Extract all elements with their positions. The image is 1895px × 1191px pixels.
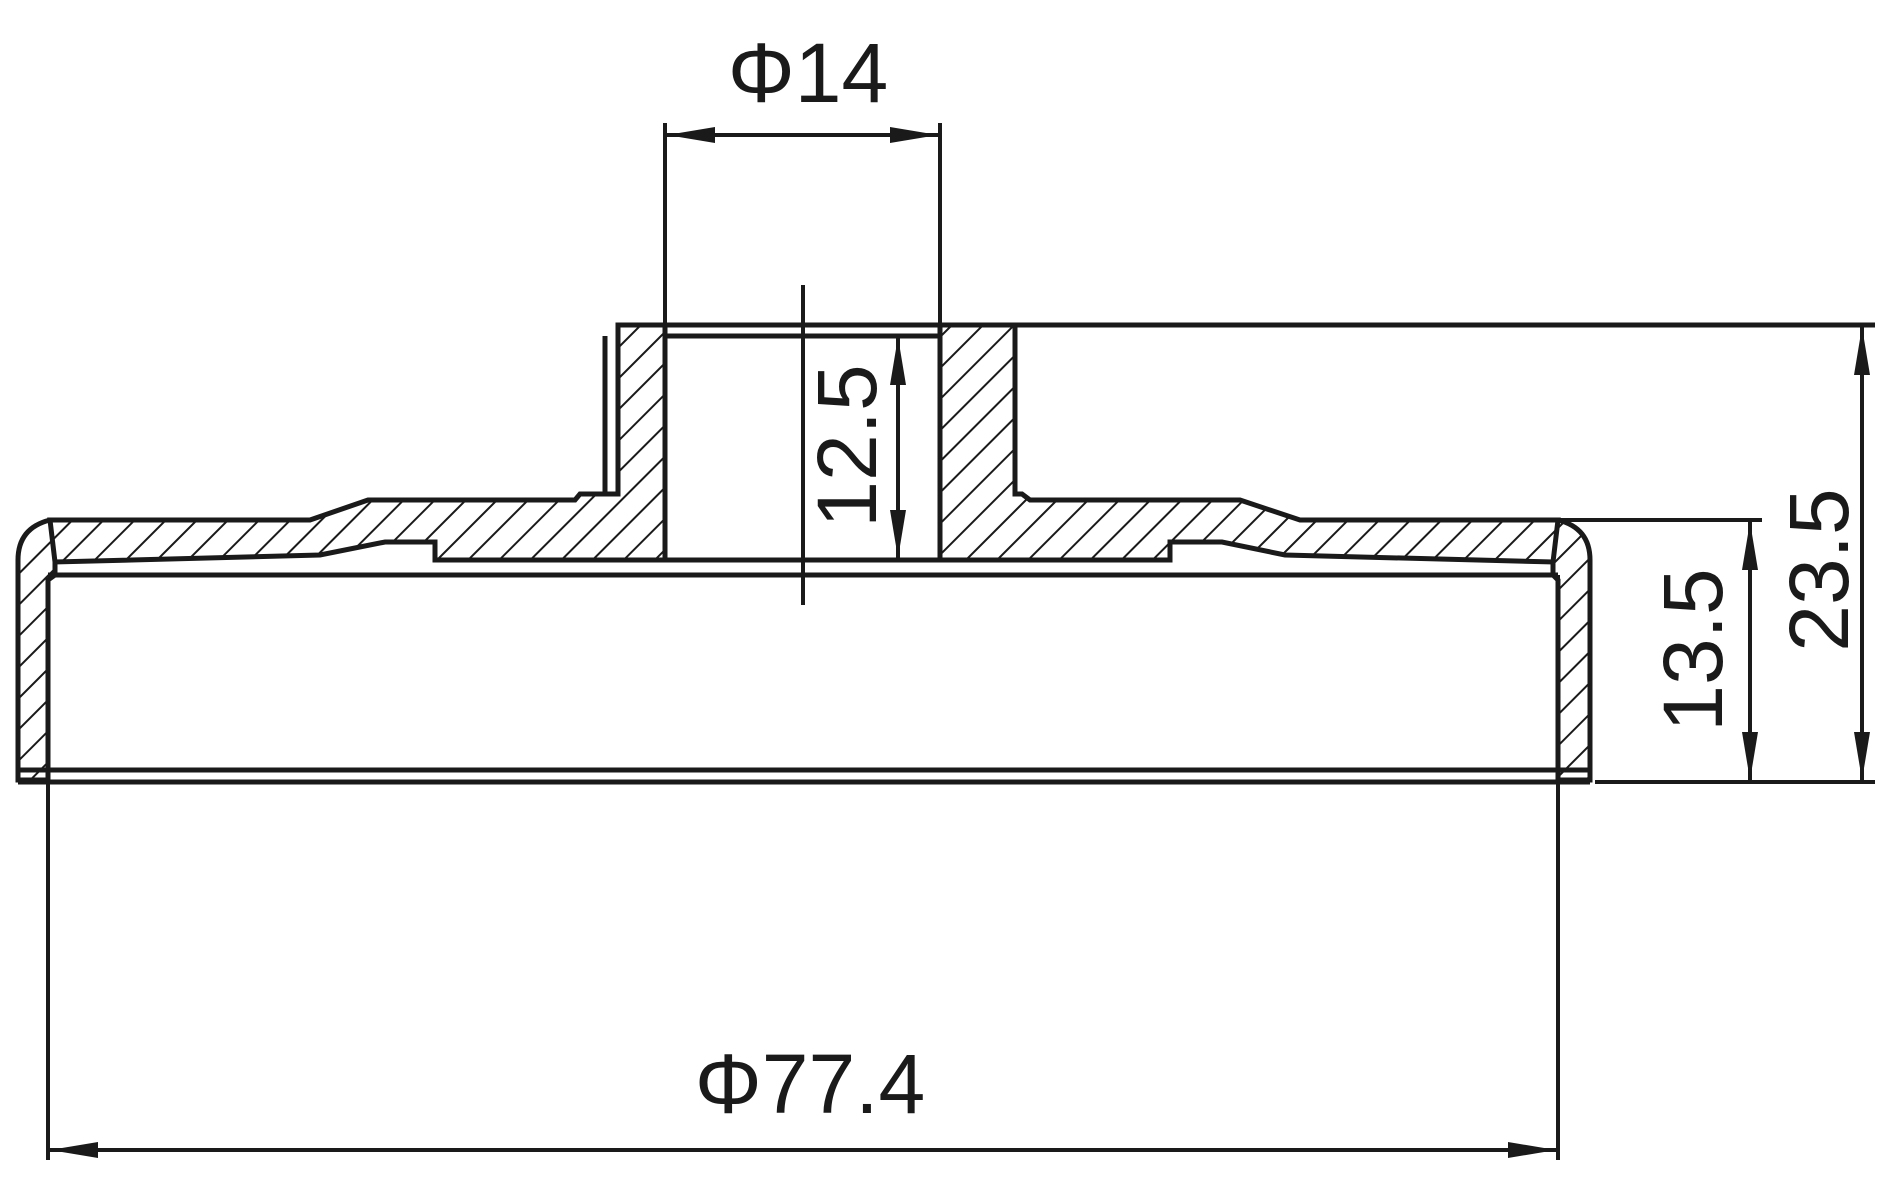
arrow-left-icon xyxy=(667,127,715,143)
body-height-label: 13.5 xyxy=(1646,568,1740,732)
neck-diameter-label: Φ14 xyxy=(728,26,888,120)
left-flange-section xyxy=(47,322,668,565)
right-flange-section xyxy=(937,322,1561,565)
dimension-neck-height: 12.5 xyxy=(800,337,906,558)
total-height-label: 23.5 xyxy=(1772,488,1866,652)
dimension-body-height: 13.5 xyxy=(1545,518,1875,784)
arrow-up-icon xyxy=(1854,327,1870,375)
arrow-up-icon xyxy=(1742,522,1758,570)
arrow-right-icon xyxy=(890,127,938,143)
arrow-right-icon xyxy=(1508,1142,1556,1158)
arrow-down-icon xyxy=(1742,732,1758,780)
arrow-left-icon xyxy=(50,1142,98,1158)
neck-height-label: 12.5 xyxy=(800,364,894,528)
arrow-up-icon xyxy=(890,337,906,385)
dimension-total-height: 23.5 xyxy=(1772,327,1870,780)
dimension-neck-diameter: Φ14 xyxy=(663,26,942,325)
arrow-down-icon xyxy=(890,510,906,558)
arrow-down-icon xyxy=(1854,732,1870,780)
left-wall-section xyxy=(15,517,58,783)
dimension-outer-diameter: Φ77.4 xyxy=(46,575,1560,1160)
outer-diameter-label: Φ77.4 xyxy=(695,1037,926,1131)
